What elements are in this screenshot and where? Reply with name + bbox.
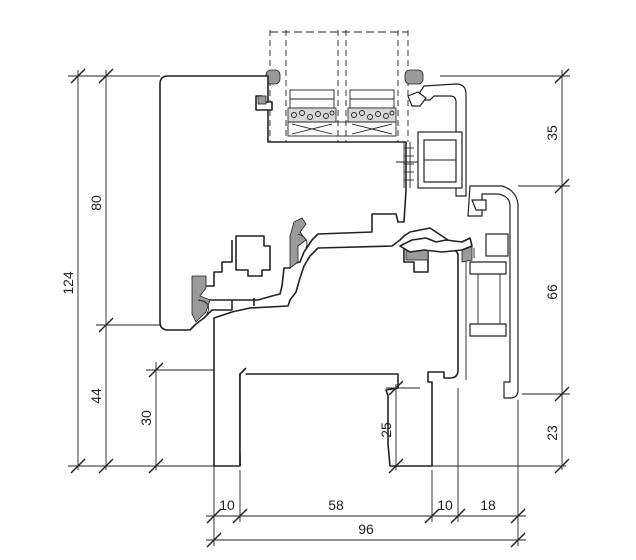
sash-profile xyxy=(159,75,407,331)
dim-sash-height: 80 xyxy=(88,195,104,211)
dim-alu-top: 35 xyxy=(544,125,560,141)
dimension-lines xyxy=(68,68,570,548)
dim-frame-inner: 30 xyxy=(138,410,154,426)
dim-bottom-left: 10 xyxy=(219,497,235,513)
dim-frame-height: 44 xyxy=(88,388,104,404)
dim-bottom-core: 58 xyxy=(328,497,344,513)
dim-alu-mid: 66 xyxy=(544,284,560,300)
dim-total-width: 96 xyxy=(358,521,374,537)
glazing-seal-right xyxy=(404,69,424,85)
dim-alu-bottom: 23 xyxy=(544,425,560,441)
glazing-unit xyxy=(265,30,424,142)
dim-groove-depth: 25 xyxy=(378,422,394,438)
dim-bottom-gap: 10 xyxy=(437,497,453,513)
dim-bottom-right: 18 xyxy=(480,497,496,513)
dim-total-height: 124 xyxy=(60,271,76,295)
frame-profile xyxy=(213,227,459,467)
aluminium-cladding xyxy=(396,83,519,399)
sash-seals xyxy=(191,217,308,323)
